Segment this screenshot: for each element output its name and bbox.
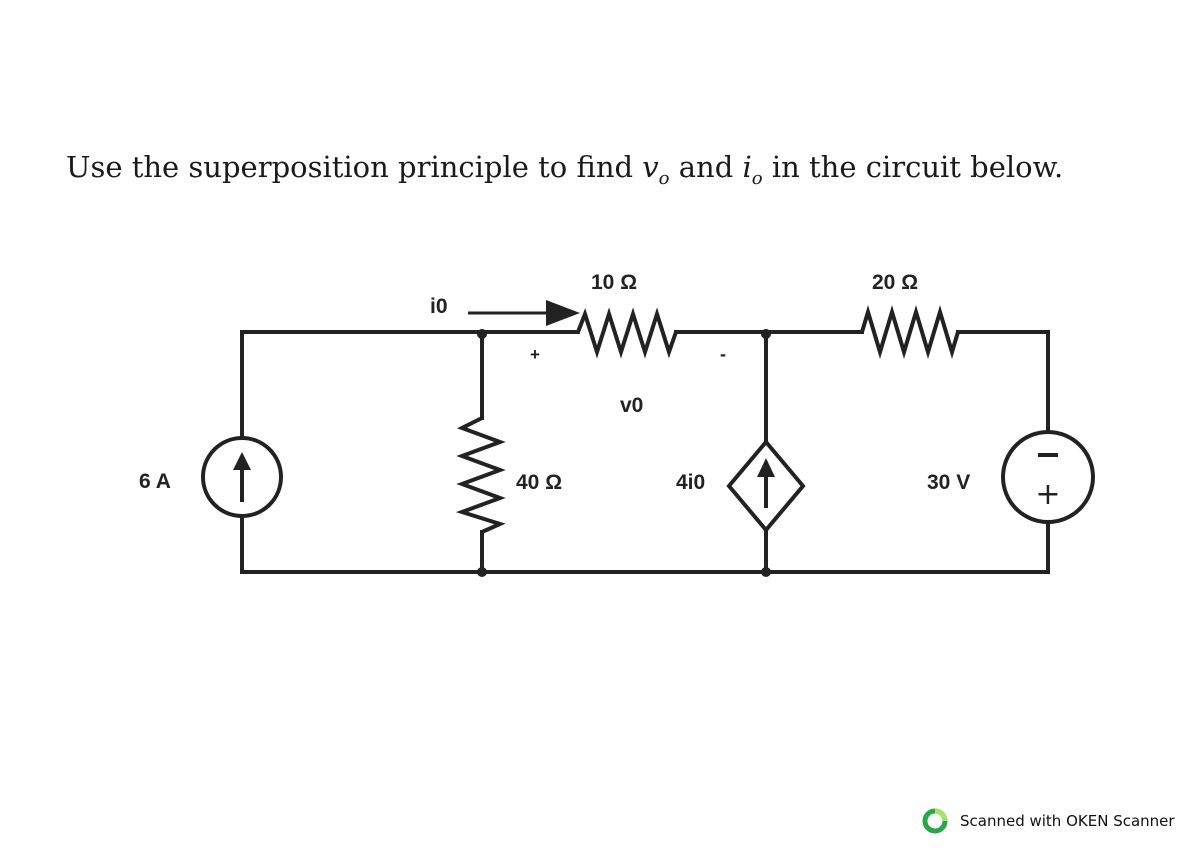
voltage-source-label: 30 V <box>927 471 970 494</box>
node-top-40 <box>477 329 487 339</box>
voltage-source-30v <box>1001 430 1095 524</box>
resistor-20-ohm <box>860 305 960 359</box>
node-bottom-40 <box>477 567 487 577</box>
oken-scanner-logo-icon <box>922 808 948 834</box>
vo-plus-sign: + <box>530 345 540 364</box>
vo-symbol: v <box>642 150 659 184</box>
io-variable: io <box>742 150 762 189</box>
scanner-watermark: Scanned with OKEN Scanner <box>922 808 1175 834</box>
current-source-arrow-head <box>233 452 251 470</box>
problem-text-part-1: Use the superposition principle to find <box>66 150 643 184</box>
dependent-source-label: 4i0 <box>676 471 705 494</box>
resistor-10-label: 10 Ω <box>591 271 637 294</box>
current-source-label: 6 A <box>139 470 171 493</box>
node-bottom-dep <box>761 567 771 577</box>
vo-minus-sign: - <box>720 344 726 364</box>
dependent-source-arrow-head <box>757 458 775 477</box>
io-arrow-head <box>546 300 580 326</box>
vo-variable: vo <box>642 150 669 189</box>
voltage-source-plus-sign: + <box>1035 477 1060 512</box>
resistor-10-ohm <box>576 307 678 359</box>
problem-text-part-2: and <box>669 150 743 184</box>
resistor-20-label: 20 Ω <box>872 271 918 294</box>
vo-label: v0 <box>620 394 643 417</box>
resistor-40-label: 40 Ω <box>516 471 562 494</box>
vo-subscript: o <box>658 167 670 189</box>
watermark-text: Scanned with OKEN Scanner <box>960 812 1175 830</box>
io-symbol: i <box>742 150 752 184</box>
io-label: i0 <box>430 295 448 318</box>
problem-statement: Use the superposition principle to find … <box>66 150 1063 189</box>
io-subscript: o <box>751 167 763 189</box>
resistor-40-ohm <box>455 416 506 534</box>
problem-text-part-3: in the circuit below. <box>762 150 1064 184</box>
node-top-dep <box>761 329 771 339</box>
